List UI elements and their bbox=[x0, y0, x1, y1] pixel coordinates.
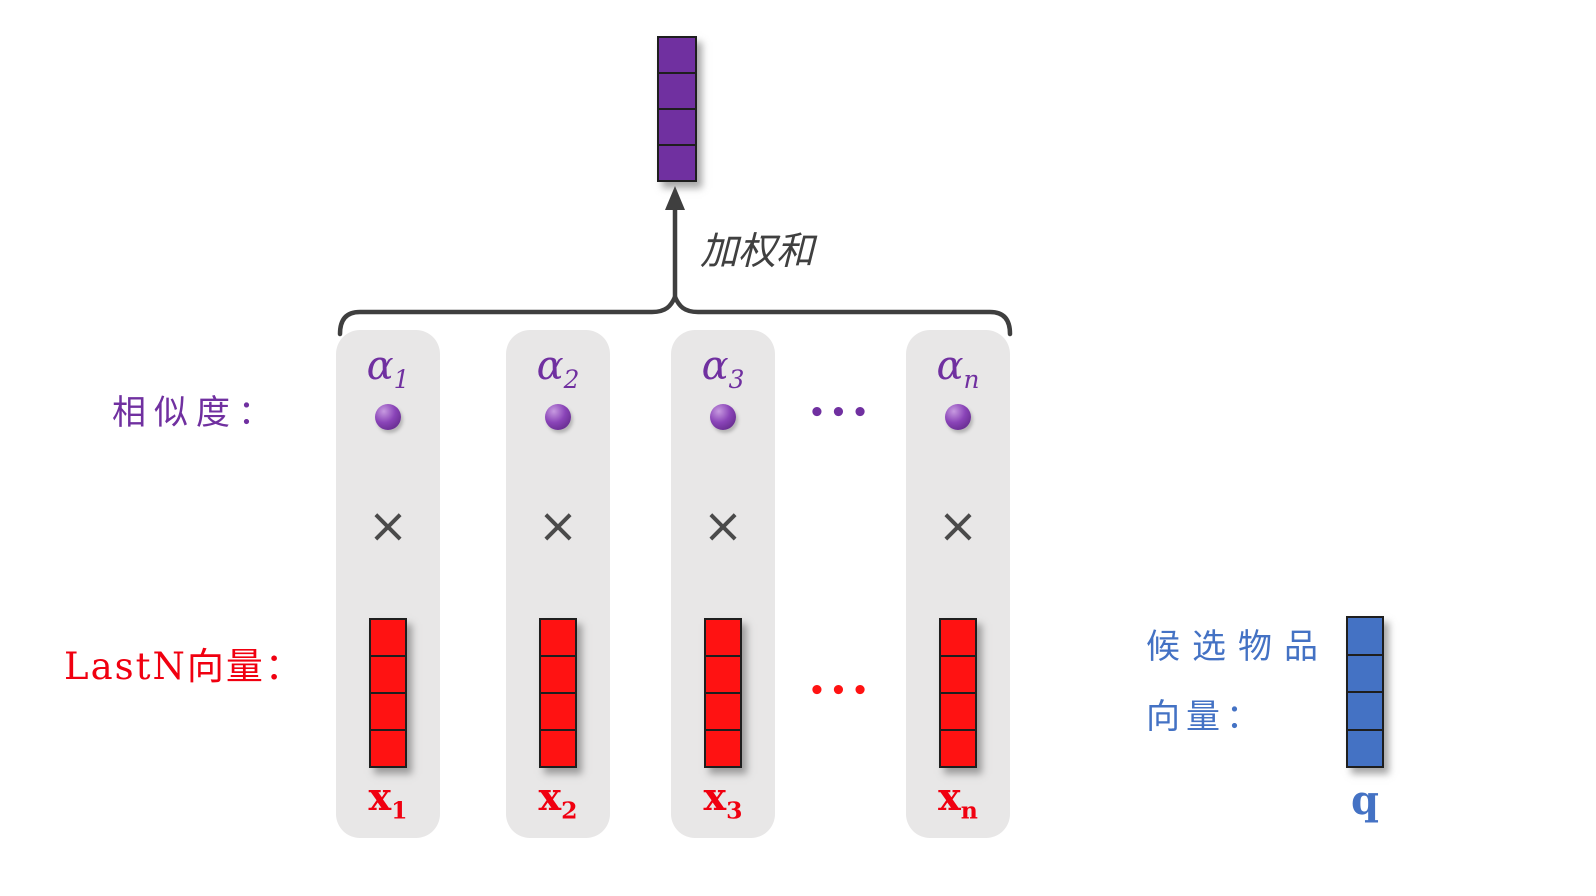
alpha-base: α bbox=[936, 343, 964, 389]
alpha-base: α bbox=[366, 343, 394, 389]
lastn-vector bbox=[704, 618, 742, 768]
item-column-n: αn × xn bbox=[906, 330, 1010, 838]
similarity-ball bbox=[945, 404, 971, 430]
vector-cell bbox=[941, 694, 975, 731]
item-column-3: α3 × x3 bbox=[671, 330, 775, 838]
alpha-label: α2 bbox=[506, 346, 610, 393]
vector-cell bbox=[541, 731, 575, 766]
vectors-ellipsis: ••• bbox=[808, 676, 874, 706]
query-vector-label: q bbox=[1351, 777, 1379, 824]
similarity-ellipsis: ••• bbox=[808, 398, 874, 428]
alpha-subscript: 2 bbox=[563, 365, 580, 394]
x-base: x bbox=[538, 774, 562, 819]
multiply-icon: × bbox=[702, 498, 744, 554]
alpha-subscript: n bbox=[963, 365, 980, 394]
alpha-base: α bbox=[701, 343, 729, 389]
candidate-vector bbox=[1346, 616, 1384, 768]
similarity-ball bbox=[545, 404, 571, 430]
vector-cell bbox=[659, 38, 695, 74]
vector-cell bbox=[1348, 655, 1382, 693]
multiply-icon: × bbox=[937, 498, 979, 554]
alpha-label: α3 bbox=[671, 346, 775, 393]
output-vector bbox=[657, 36, 697, 182]
candidate-item-label-line1: 候选物品 bbox=[1146, 627, 1330, 667]
vector-cell bbox=[706, 620, 740, 657]
x-subscript: 1 bbox=[391, 796, 408, 825]
vector-cell bbox=[371, 694, 405, 731]
similarity-ball bbox=[375, 404, 401, 430]
vector-cell bbox=[941, 731, 975, 766]
lastn-vector bbox=[539, 618, 577, 768]
vector-x-label: xn bbox=[906, 778, 1010, 823]
vector-x-label: x1 bbox=[336, 778, 440, 823]
candidate-item-label-line2: 向量： bbox=[1146, 697, 1266, 737]
vector-x-label: x3 bbox=[671, 778, 775, 823]
alpha-label: α1 bbox=[336, 346, 440, 393]
vector-cell bbox=[1348, 618, 1382, 656]
x-base: x bbox=[368, 774, 392, 819]
vector-cell bbox=[706, 694, 740, 731]
x-subscript: 2 bbox=[561, 796, 578, 825]
vector-cell bbox=[706, 731, 740, 766]
similarity-ball bbox=[710, 404, 736, 430]
vector-cell bbox=[1348, 693, 1382, 731]
curly-brace bbox=[337, 291, 1013, 337]
alpha-subscript: 1 bbox=[393, 365, 410, 394]
vector-cell bbox=[371, 657, 405, 694]
vector-cell bbox=[706, 657, 740, 694]
vector-cell bbox=[371, 620, 405, 657]
alpha-base: α bbox=[536, 343, 564, 389]
x-subscript: n bbox=[960, 796, 978, 825]
multiply-icon: × bbox=[537, 498, 579, 554]
vector-cell bbox=[659, 74, 695, 110]
x-base: x bbox=[703, 774, 727, 819]
vector-cell bbox=[941, 657, 975, 694]
alpha-label: αn bbox=[906, 346, 1010, 393]
vector-cell bbox=[1348, 730, 1382, 766]
multiply-icon: × bbox=[367, 498, 409, 554]
lastn-vector bbox=[369, 618, 407, 768]
weighted-sum-label: 加权和 bbox=[700, 229, 815, 273]
vector-cell bbox=[659, 146, 695, 180]
x-subscript: 3 bbox=[726, 796, 743, 825]
similarity-label: 相似度： bbox=[112, 393, 280, 433]
lastn-vector bbox=[939, 618, 977, 768]
vector-cell bbox=[371, 731, 405, 766]
lastn-vectors-label: LastN向量： bbox=[64, 645, 304, 688]
vector-x-label: x2 bbox=[506, 778, 610, 823]
vector-cell bbox=[659, 110, 695, 146]
vector-cell bbox=[941, 620, 975, 657]
vector-cell bbox=[541, 694, 575, 731]
arrow-head-icon bbox=[665, 186, 685, 210]
item-column-2: α2 × x2 bbox=[506, 330, 610, 838]
x-base: x bbox=[938, 774, 961, 819]
vector-cell bbox=[541, 620, 575, 657]
vector-cell bbox=[541, 657, 575, 694]
alpha-subscript: 3 bbox=[728, 365, 745, 394]
item-column-1: α1 × x1 bbox=[336, 330, 440, 838]
